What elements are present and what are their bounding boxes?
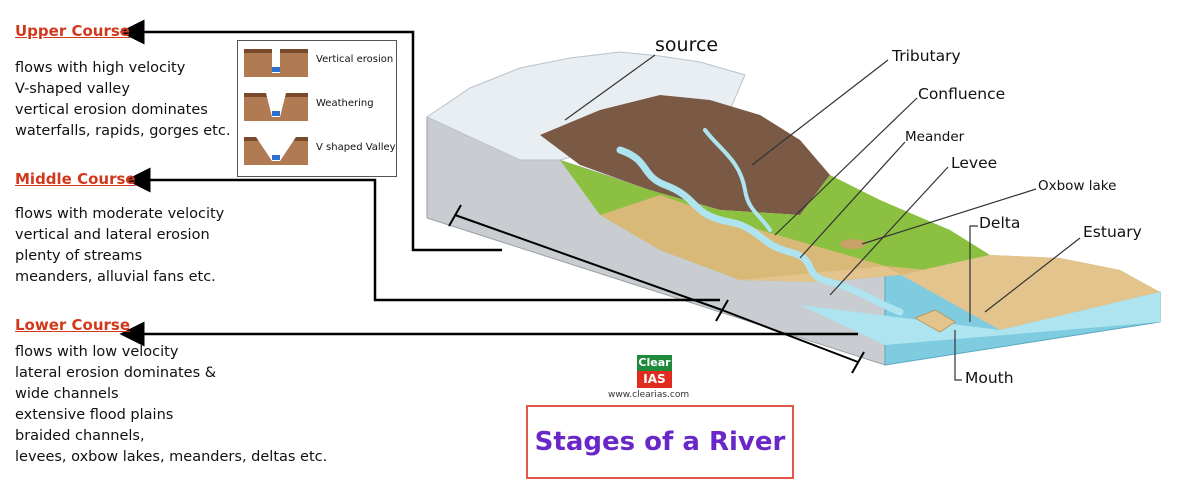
list-item: vertical and lateral erosion bbox=[15, 227, 210, 243]
middle-course-points: flows with moderate velocity vertical an… bbox=[15, 204, 224, 288]
leader-confluence bbox=[774, 97, 918, 236]
v-valley-icon bbox=[244, 137, 308, 165]
leader-estuary bbox=[984, 237, 1081, 313]
list-item: flows with moderate velocity bbox=[15, 206, 225, 222]
list-item: levees, oxbow lakes, meanders, deltas et… bbox=[15, 449, 328, 465]
bracket-middle bbox=[721, 309, 859, 363]
logo-bottom-text: IAS bbox=[637, 371, 672, 388]
logo-top-text: Clear bbox=[637, 355, 672, 371]
label-source: source bbox=[655, 34, 719, 56]
list-item: V-shaped valley bbox=[15, 81, 130, 97]
valley-formation-inset: Vertical erosion Weathering V shaped Val… bbox=[237, 40, 397, 177]
bracket-tick-2 bbox=[715, 299, 729, 322]
leader-delta bbox=[969, 225, 978, 322]
list-item: flows with low velocity bbox=[15, 344, 179, 360]
upper-course-points: flows with high velocity V-shaped valley… bbox=[15, 58, 230, 142]
label-meander: Meander bbox=[905, 129, 965, 145]
rocky-mountains bbox=[540, 95, 830, 215]
list-item: extensive flood plains bbox=[15, 407, 174, 423]
list-item: waterfalls, rapids, gorges etc. bbox=[15, 123, 231, 139]
vertical-erosion-icon bbox=[244, 49, 308, 77]
label-estuary: Estuary bbox=[1083, 223, 1142, 241]
leader-tributary bbox=[751, 59, 889, 166]
inset-row-v-valley: V shaped Valley bbox=[244, 133, 396, 169]
leader-levee bbox=[829, 166, 949, 296]
inset-label: Vertical erosion bbox=[316, 54, 394, 65]
coastal-plain bbox=[740, 255, 1160, 330]
middle-course-connector bbox=[125, 167, 720, 302]
label-levee: Levee bbox=[951, 154, 998, 172]
label-oxbow-lake: Oxbow lake bbox=[1038, 178, 1117, 194]
inset-row-vertical-erosion: Vertical erosion bbox=[244, 45, 394, 81]
diagram-title: Stages of a River bbox=[534, 427, 786, 457]
label-confluence: Confluence bbox=[918, 85, 1006, 103]
upper-course-title: Upper Course bbox=[15, 22, 130, 40]
upper-course-connector bbox=[119, 19, 502, 252]
list-item: braided channels, bbox=[15, 428, 145, 444]
sea bbox=[800, 292, 1160, 345]
inset-row-weathering: Weathering bbox=[244, 89, 394, 125]
leader-mouth bbox=[954, 330, 962, 381]
lower-course-points: flows with low velocity lateral erosion … bbox=[15, 342, 327, 468]
weathering-icon bbox=[244, 93, 308, 121]
clearias-logo: Clear IAS bbox=[637, 355, 672, 388]
middle-course-title: Middle Course bbox=[15, 170, 136, 188]
list-item: vertical erosion dominates bbox=[15, 102, 208, 118]
delta-islands bbox=[913, 309, 956, 333]
inset-label: V shaped Valley bbox=[316, 142, 396, 153]
list-item: plenty of streams bbox=[15, 248, 143, 264]
list-item: wide channels bbox=[15, 386, 119, 402]
bracket-tick-1 bbox=[448, 204, 462, 227]
lower-course-title: Lower Course bbox=[15, 316, 131, 334]
list-item: lateral erosion dominates & bbox=[15, 365, 217, 381]
inset-label: Weathering bbox=[316, 98, 374, 109]
leader-oxbow bbox=[861, 188, 1037, 245]
leader-source bbox=[564, 54, 656, 121]
list-item: flows with high velocity bbox=[15, 60, 186, 76]
diagram-title-box: Stages of a River bbox=[526, 405, 794, 479]
label-mouth: Mouth bbox=[965, 369, 1014, 387]
logo-url: www.clearias.com bbox=[608, 390, 690, 400]
bracket-upper bbox=[454, 214, 723, 311]
bracket-tick-3 bbox=[851, 351, 865, 374]
label-tributary: Tributary bbox=[892, 47, 961, 65]
oxbow-lake-shape bbox=[840, 239, 866, 249]
label-delta: Delta bbox=[979, 214, 1021, 232]
tributary-channel bbox=[703, 128, 772, 232]
river-channel bbox=[616, 146, 904, 316]
list-item: meanders, alluvial fans etc. bbox=[15, 269, 216, 285]
leader-meander bbox=[799, 141, 906, 259]
